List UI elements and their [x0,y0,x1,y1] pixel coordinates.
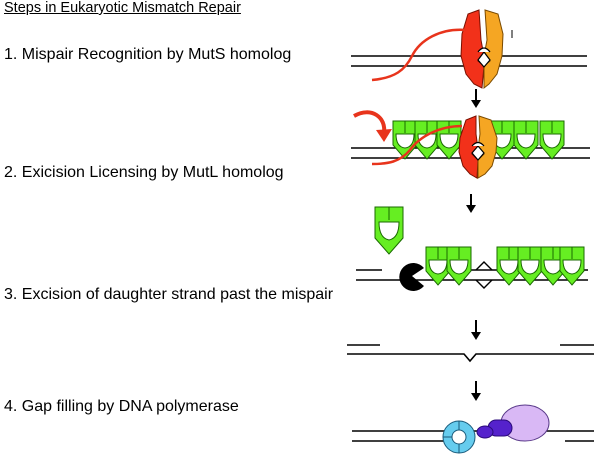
arrow-down-3 [471,320,481,340]
step-4-illustration [352,404,594,454]
muts-homolog [460,9,504,90]
step-1-label: 1. Mispair Recognition by MutS homolog [4,46,292,63]
gapped-dna [347,344,594,363]
muts-homolog [458,115,498,179]
step-2-illustration [351,110,590,179]
dna-polymerase [476,404,550,442]
step-4-label: 4. Gap filling by DNA polymerase [4,398,239,415]
step-3-illustration [356,206,588,292]
arrow-down-4 [471,381,481,401]
sliding-clamp [442,420,476,454]
step-2-label: 2. Exicision Licensing by MutL homolog [4,164,284,181]
arrow-down-2 [466,194,476,213]
released-mutl-clamp [374,206,404,255]
diagram-title: Steps in Eukaryotic Mismatch Repair [4,0,241,16]
exonuclease [399,262,424,292]
arrow-down-1 [471,89,481,108]
step-3-label: 3. Excision of daughter strand past the … [4,286,334,303]
red-curved-arrow [353,110,392,142]
step-1-illustration [351,9,587,90]
